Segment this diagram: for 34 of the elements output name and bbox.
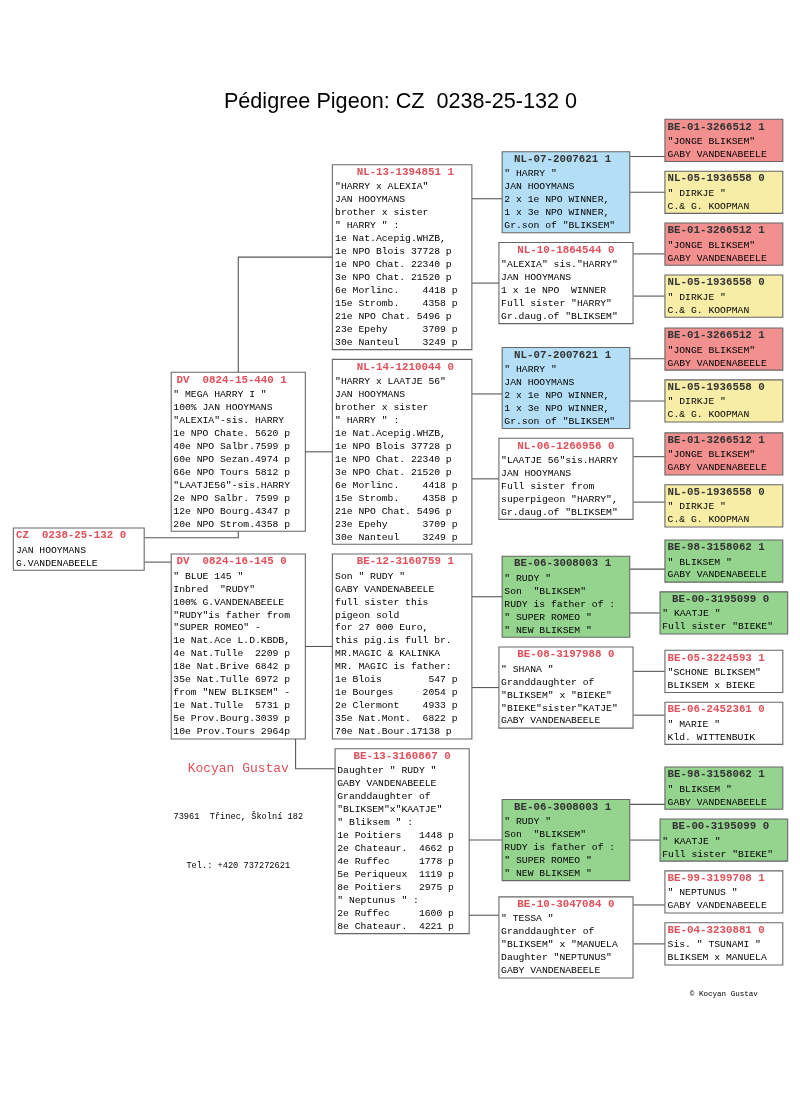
connector	[471, 686, 499, 688]
connector	[632, 501, 665, 503]
connector	[468, 839, 502, 841]
connector	[468, 914, 499, 916]
connector	[143, 561, 172, 563]
connector	[629, 803, 665, 805]
connector	[629, 191, 665, 193]
connector	[471, 282, 499, 284]
connector	[471, 392, 502, 394]
label: Kocyan Gustav	[187, 760, 289, 776]
connector	[632, 903, 665, 905]
connector	[629, 155, 665, 157]
connector	[629, 839, 660, 841]
label: Tel.: +420 737272621	[185, 860, 290, 871]
connector	[471, 197, 502, 199]
connector	[304, 450, 333, 452]
connector	[629, 399, 665, 402]
label: 73961 Třinec, Školní 182	[172, 811, 303, 822]
connector	[632, 714, 665, 716]
connector	[632, 295, 665, 297]
connector	[632, 455, 665, 457]
connector	[629, 611, 660, 613]
connector	[471, 477, 499, 479]
connector	[471, 595, 502, 597]
diagram-title: Pédigree Pigeon: CZ 0238-25-132 0	[223, 87, 577, 113]
connector	[632, 942, 665, 944]
connector	[294, 738, 335, 769]
connector	[304, 645, 333, 647]
connector	[632, 670, 665, 672]
connector	[143, 530, 239, 538]
connector	[629, 357, 665, 359]
connector	[237, 256, 333, 373]
connector	[629, 568, 665, 570]
connector	[632, 252, 665, 254]
